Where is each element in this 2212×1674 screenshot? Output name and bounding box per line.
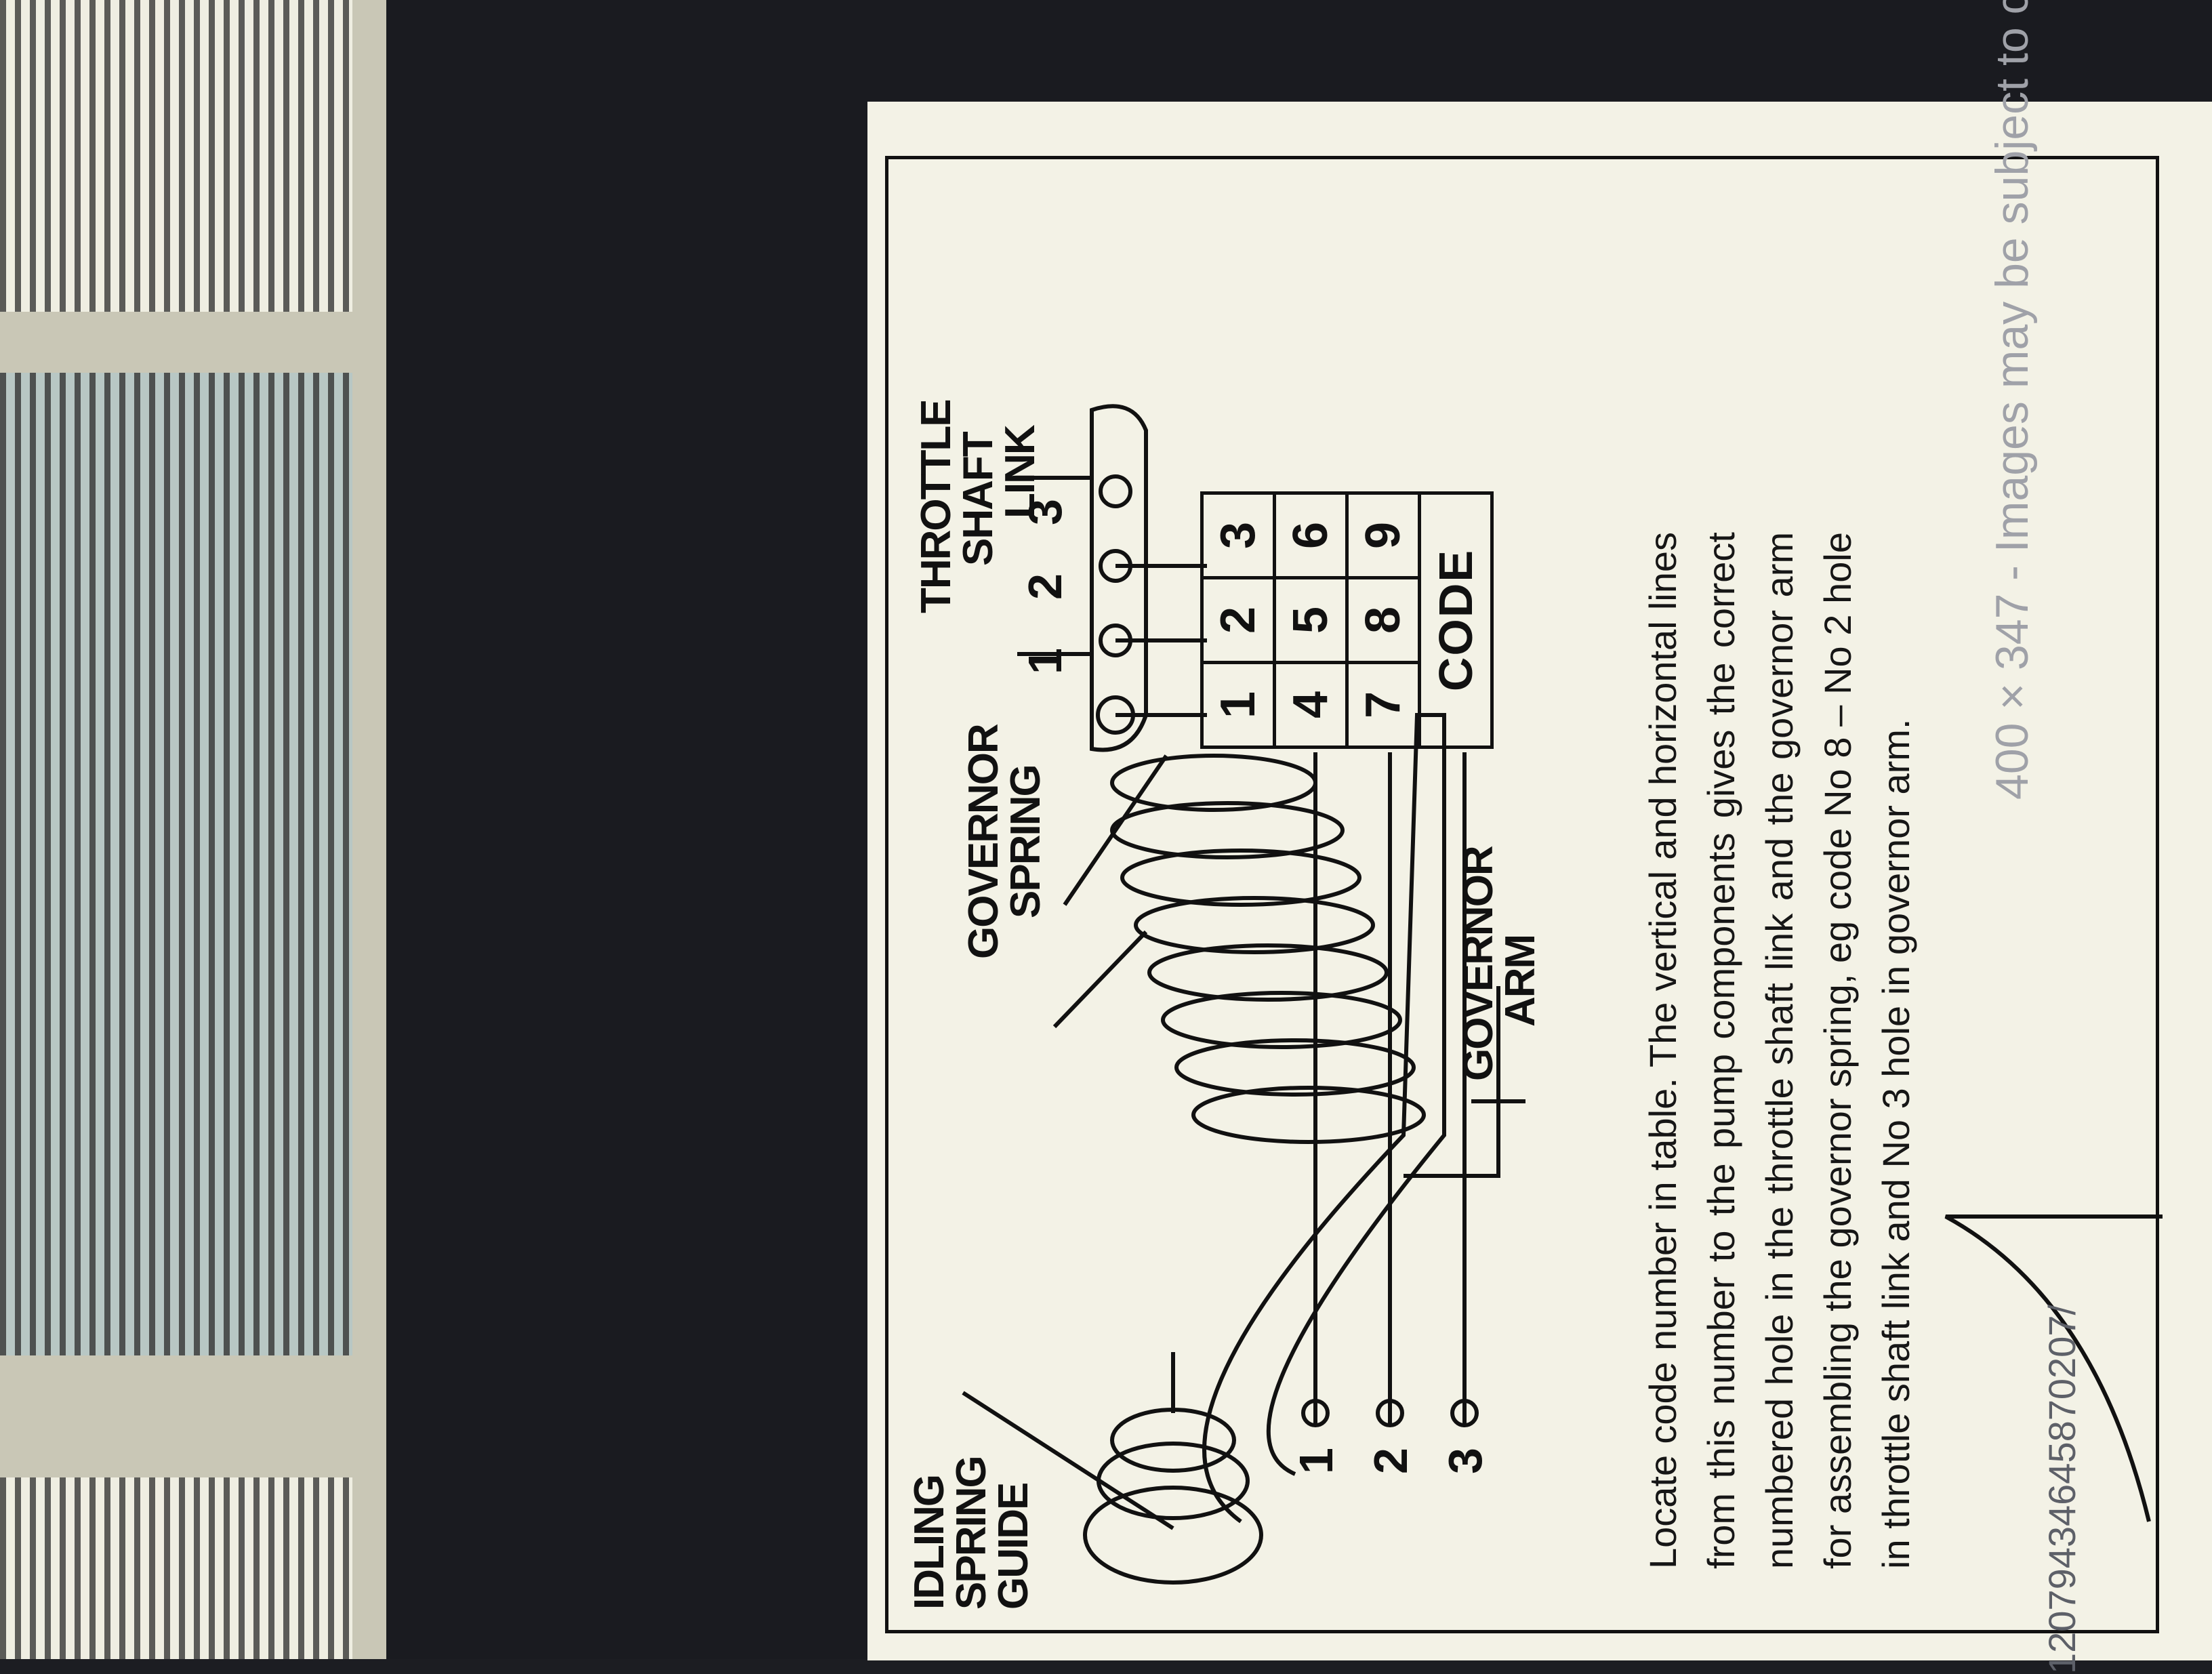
throttle-shaft-link	[1090, 404, 1148, 752]
governor-mechanism-drawing	[962, 404, 2163, 1585]
image-dimensions-copyright: 400 × 347 - Images may be subject to cop…	[1986, 0, 2038, 800]
code-cell: 4	[1274, 662, 1347, 748]
code-footer-row: CODE	[1419, 493, 1492, 748]
label-line: THROTTLE	[913, 400, 960, 613]
shaft-hole-3: 3	[1019, 500, 1071, 525]
thumbnail-result-1[interactable]	[0, 0, 352, 312]
code-row: 4 5 6	[1274, 493, 1347, 748]
code-footer: CODE	[1419, 493, 1492, 748]
code-cell: 2	[1202, 577, 1275, 663]
code-row: 1 2 3	[1202, 493, 1275, 748]
thumbnail-result-3[interactable]	[0, 1477, 352, 1659]
image-source-url[interactable]: 1207943464587020​7/	[2041, 1304, 2083, 1674]
shaft-hole-1: 1	[1019, 649, 1071, 674]
arm-hole-2: 2	[1364, 1449, 1417, 1474]
label-line: GOVERNOR	[1455, 846, 1502, 1081]
arm-hole-3: 3	[1439, 1449, 1492, 1474]
label-idling-spring-guide: IDLING SPRING GUIDE	[906, 1456, 1037, 1610]
label-line: SPRING	[948, 1456, 995, 1610]
diagram-content: THROTTLE SHAFT LINK GOVERNOR SPRING IDLI…	[888, 159, 2163, 1637]
shaft-hole-2: 2	[1019, 575, 1071, 600]
diagram-frame: THROTTLE SHAFT LINK GOVERNOR SPRING IDLI…	[885, 156, 2163, 1633]
preview-image[interactable]: THROTTLE SHAFT LINK GOVERNOR SPRING IDLI…	[867, 102, 2212, 1660]
code-cell: 7	[1347, 662, 1420, 748]
label-governor-spring: GOVERNOR SPRING	[960, 724, 1049, 959]
label-line: SPRING	[1002, 765, 1049, 918]
image-viewer-panel: THROTTLE SHAFT LINK GOVERNOR SPRING IDLI…	[386, 0, 2212, 1674]
label-line: IDLING	[906, 1475, 953, 1610]
label-line: GUIDE	[990, 1483, 1037, 1610]
code-cell: 6	[1274, 493, 1347, 578]
arm-hole-1: 1	[1290, 1449, 1343, 1474]
label-governor-arm: GOVERNOR ARM	[1455, 846, 1544, 1081]
code-cell: 9	[1347, 493, 1420, 578]
code-cell: 3	[1202, 493, 1275, 578]
governor-spring	[1110, 754, 1426, 1144]
code-row: 7 8 9	[1347, 493, 1420, 748]
code-cell: 8	[1347, 577, 1420, 663]
thumbnail-strip	[0, 0, 386, 1659]
label-line: ARM	[1497, 935, 1544, 1027]
code-table: 1 2 3 4 5 6 7 8 9 CODE	[1200, 491, 1494, 749]
code-cell: 1	[1202, 662, 1275, 748]
thumbnail-result-2[interactable]	[0, 373, 352, 1355]
diagram-caption: Locate code number in table. The vertica…	[1641, 532, 1917, 1569]
governor-arm	[1202, 713, 1446, 1524]
label-line: SHAFT	[955, 432, 1002, 566]
label-line: GOVERNOR	[960, 724, 1007, 959]
code-cell: 5	[1274, 577, 1347, 663]
idling-spring-guide	[1083, 1352, 1263, 1585]
